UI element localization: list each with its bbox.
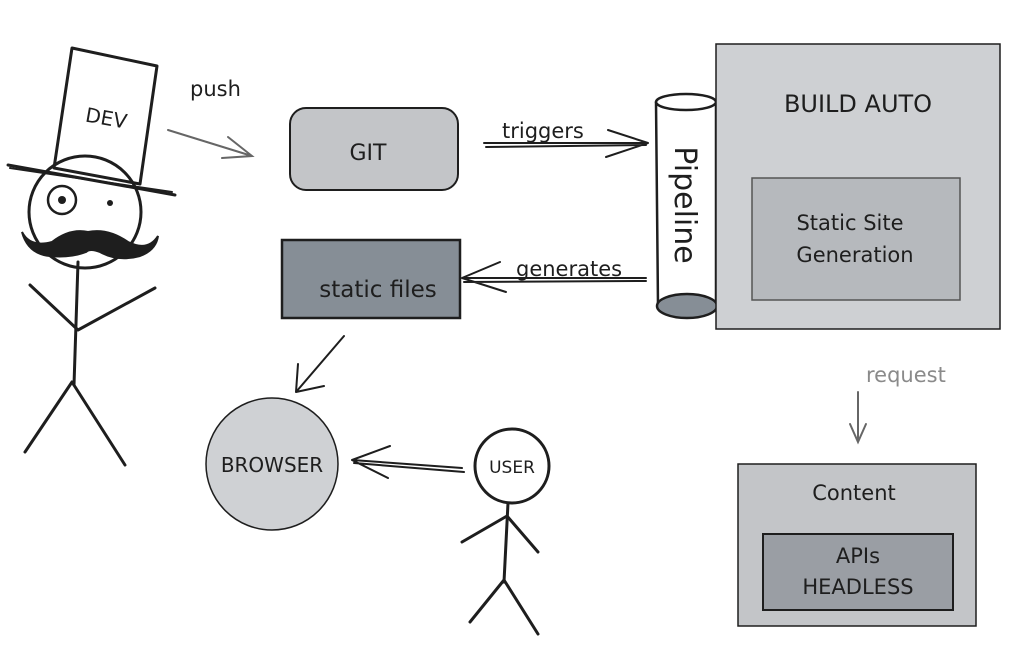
user-legs <box>468 578 540 636</box>
static-files-label: static files <box>319 277 436 303</box>
pipeline-label: Pipeline <box>667 146 702 263</box>
build-auto-panel: BUILD AUTO Static Site Generation <box>715 43 1001 330</box>
dev-arms <box>28 283 157 332</box>
user-arms <box>460 514 540 554</box>
content-panel: Content APIs HEADLESS <box>737 463 977 627</box>
dev-label: DEV <box>84 103 130 134</box>
git-label: GIT <box>350 141 388 166</box>
dev-head <box>27 154 143 270</box>
request-arrow <box>849 391 867 445</box>
files-to-browser-arrow <box>295 335 345 393</box>
monocle-icon <box>46 184 78 216</box>
static-site-label-1: Static Site <box>796 211 903 235</box>
headless-label: HEADLESS <box>802 575 913 599</box>
top-hat <box>52 46 159 186</box>
triggers-arrow <box>483 129 649 158</box>
push-label: push <box>190 77 241 101</box>
browser-node: BROWSER <box>205 397 339 531</box>
dev-body <box>72 260 80 387</box>
pipeline-cylinder: Pipeline <box>654 92 719 320</box>
apis-headless-box <box>762 533 954 611</box>
user-head <box>473 427 551 505</box>
pipeline-bottom <box>655 292 719 320</box>
dev-figure: DEV <box>6 46 177 467</box>
user-figure: USER <box>460 427 551 636</box>
browser-label: BROWSER <box>221 453 323 477</box>
mustache-icon <box>21 230 159 260</box>
static-site-box <box>751 177 961 301</box>
triggers-label: triggers <box>502 119 584 143</box>
content-title: Content <box>812 481 896 505</box>
apis-label: APIs <box>836 544 880 568</box>
request-label: request <box>866 363 946 387</box>
push-arrow <box>167 129 255 159</box>
dev-legs <box>23 380 127 467</box>
static-files-box: static files <box>280 238 462 320</box>
user-label: USER <box>489 458 535 478</box>
generates-arrow <box>461 261 647 293</box>
user-to-browser-arrow <box>351 445 465 479</box>
static-site-label-2: Generation <box>796 243 913 267</box>
eye <box>107 200 113 206</box>
build-auto-title: BUILD AUTO <box>784 90 932 118</box>
git-box: GIT <box>289 107 459 191</box>
